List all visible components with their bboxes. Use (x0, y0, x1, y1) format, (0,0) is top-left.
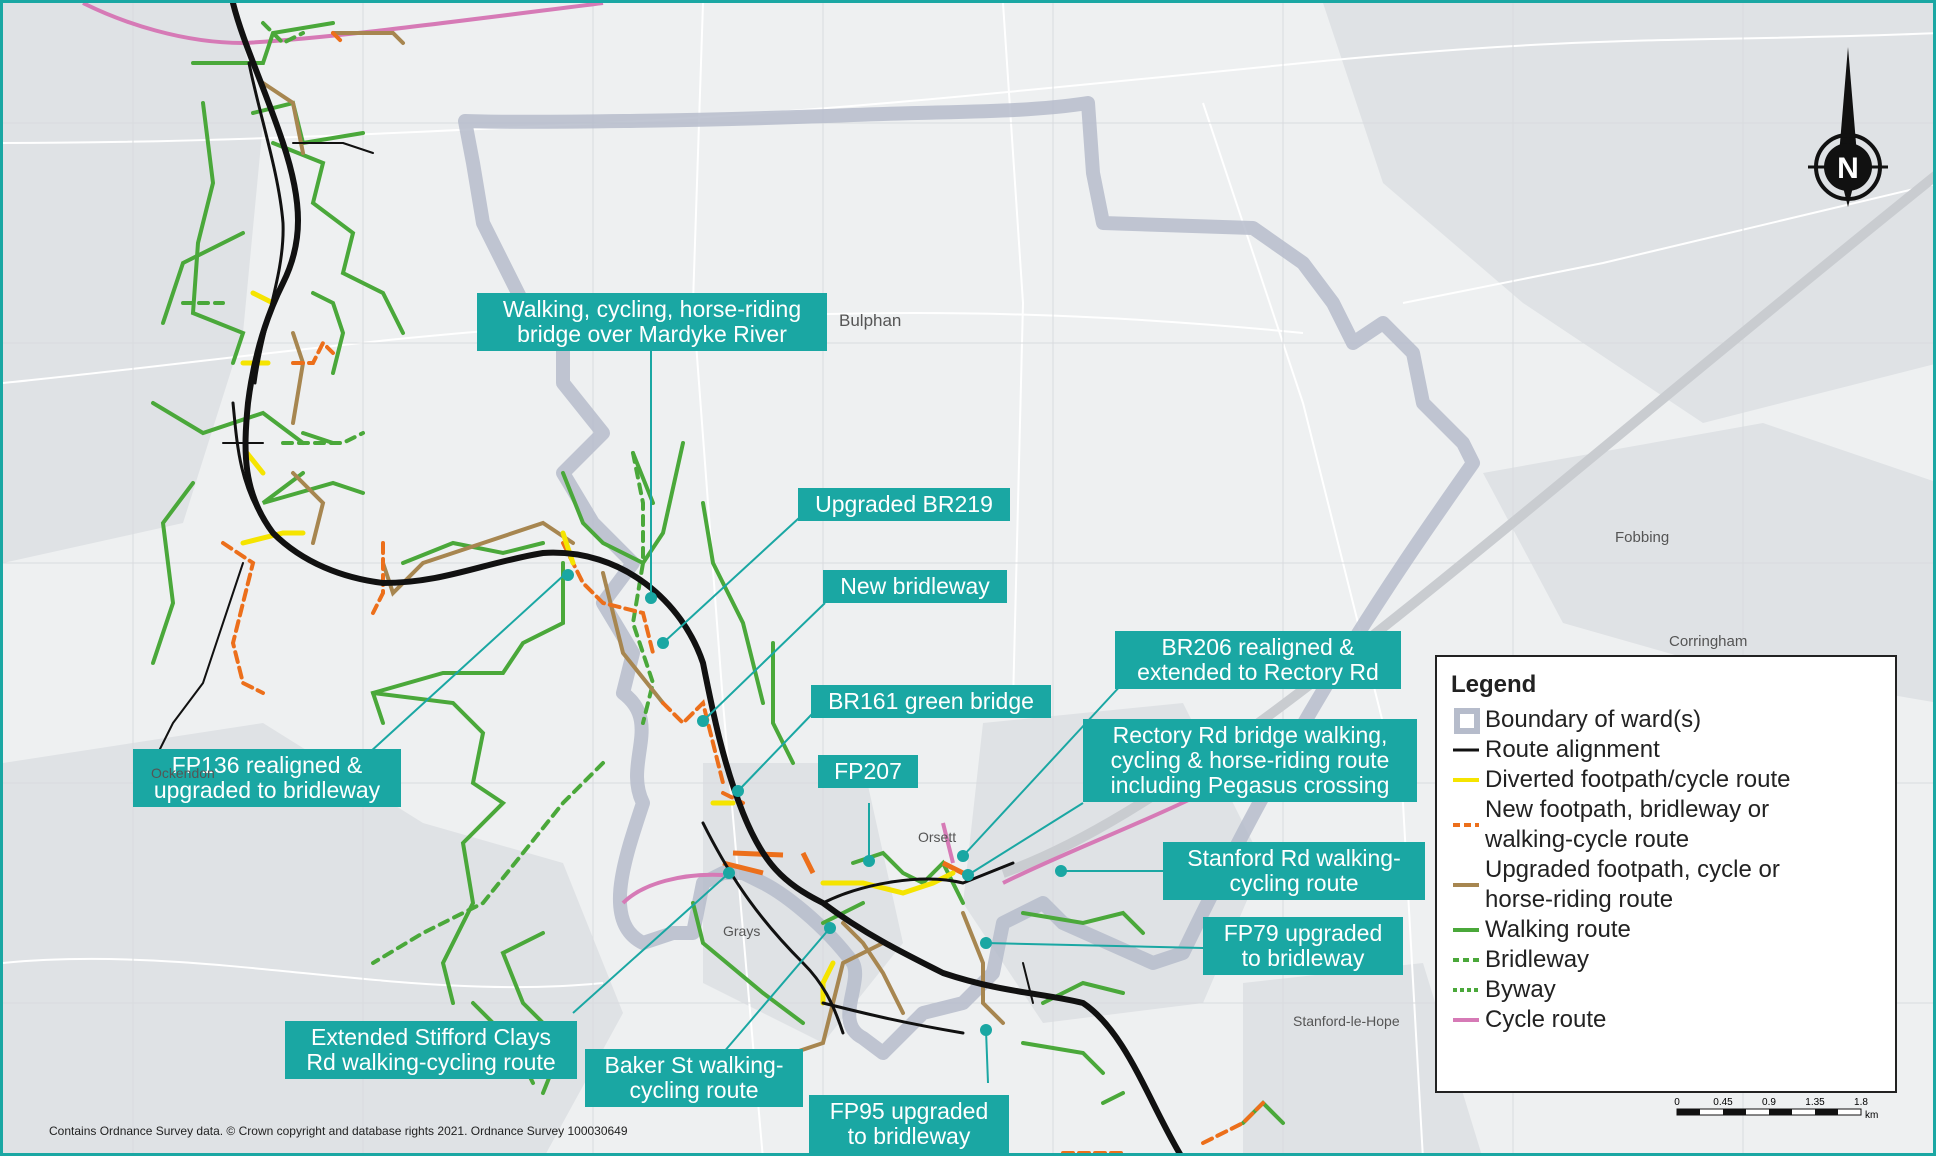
cycle-route-icon (1451, 1005, 1485, 1035)
scale-tick: 0.9 (1762, 1097, 1776, 1108)
callout-pointers (357, 349, 1204, 1084)
callout-stanford-rd: Stanford Rd walking- cycling route (1163, 842, 1425, 900)
callout-text: cycling route (1229, 870, 1359, 896)
walking-route-icon (1451, 915, 1485, 945)
callout-rectory-rd: Rectory Rd bridge walking, cycling & hor… (1083, 719, 1417, 802)
callout-stifford-clays: Extended Stifford Clays Rd walking-cycli… (285, 1021, 577, 1079)
legend-label-line: horse-riding route (1485, 886, 1674, 913)
callout-new-bridleway: New bridleway (823, 570, 1007, 603)
callout-text: BR206 realigned & (1161, 634, 1355, 660)
callout-text: cycling & horse-riding route (1110, 747, 1390, 773)
callout-text: Upgraded BR219 (815, 491, 993, 517)
legend-label: Cycle route (1485, 1006, 1607, 1033)
callout-text: to bridleway (847, 1123, 971, 1149)
legend-item: Byway (1451, 975, 1881, 1005)
place-label: Orsett (918, 829, 957, 845)
legend-label: Walking route (1485, 916, 1631, 943)
callout-text: Stanford Rd walking- (1187, 845, 1401, 871)
callout-baker-st: Baker St walking- cycling route (585, 1049, 803, 1107)
callout-text: bridge over Mardyke River (517, 321, 787, 347)
callout-text: Walking, cycling, horse-riding (502, 296, 802, 322)
legend-label-line: Upgraded footpath, cycle or (1485, 856, 1780, 883)
callout-upgraded-br219: Upgraded BR219 (798, 488, 1010, 521)
byway-icon (1451, 975, 1485, 1005)
legend-item: Walking route (1451, 915, 1881, 945)
callout-text: Rd walking-cycling route (306, 1049, 556, 1075)
walking-routes (151, 21, 1285, 1125)
callout-text: Extended Stifford Clays (311, 1024, 551, 1050)
legend-item: Route alignment (1451, 735, 1881, 765)
scale-bar: 0 0.45 0.9 1.35 1.8 km (1663, 1095, 1893, 1125)
diverted-route-icon (1451, 765, 1485, 795)
place-label: Stanford-le-Hope (1293, 1013, 1400, 1029)
new-route-crossings (722, 850, 965, 876)
callout-br206: BR206 realigned & extended to Rectory Rd (1115, 631, 1401, 689)
callout-text: Baker St walking- (604, 1052, 784, 1078)
north-label: N (1837, 152, 1859, 185)
legend-item: Cycle route (1451, 1005, 1881, 1035)
scale-tick: 0.45 (1713, 1097, 1733, 1108)
legend-item: Upgraded footpath, cycle or horse-riding … (1451, 855, 1881, 915)
a13-road (1001, 171, 1933, 878)
upgraded-route-icon (1451, 855, 1485, 887)
bridleway-icon (1451, 945, 1485, 975)
scale-tick: 1.8 (1854, 1097, 1868, 1108)
scale-tick: 1.35 (1805, 1097, 1825, 1108)
legend-label: New footpath, bridleway or walking-cycle … (1485, 795, 1769, 855)
callout-fp95: FP95 upgraded to bridleway (809, 1095, 1009, 1153)
callout-text: cycling route (629, 1077, 759, 1103)
place-label: Grays (723, 923, 761, 939)
legend-label: Boundary of ward(s) (1485, 706, 1702, 733)
ward-boundary (458, 96, 1480, 1060)
place-label: Fobbing (1615, 529, 1670, 546)
map-canvas (3, 3, 1933, 1153)
place-label: Bulphan (839, 311, 902, 330)
legend-item: Diverted footpath/cycle route (1451, 765, 1881, 795)
legend-item: Boundary of ward(s) (1451, 705, 1881, 735)
callout-text: upgraded to bridleway (153, 777, 381, 803)
ward-boundary-icon (1451, 705, 1485, 735)
callout-text: New bridleway (840, 573, 990, 599)
legend-item: Bridleway (1451, 945, 1881, 975)
cycle-routes (82, 3, 1204, 905)
legend-label: Upgraded footpath, cycle or horse-riding … (1485, 855, 1780, 915)
map-legend: Legend Boundary of ward(s) Route alignme… (1435, 655, 1897, 1093)
route-alignment (152, 3, 1183, 1153)
callout-mardyke-bridge: Walking, cycling, horse-riding bridge ov… (477, 293, 827, 351)
legend-label: Route alignment (1485, 736, 1660, 763)
place-label: Corringham (1669, 633, 1748, 650)
callout-text: Rectory Rd bridge walking, (1112, 722, 1388, 748)
callout-text: FP207 (834, 758, 902, 784)
callout-text: FP79 upgraded (1223, 920, 1383, 946)
callout-text: extended to Rectory Rd (1137, 659, 1379, 685)
north-arrow-icon: N (1803, 47, 1893, 232)
route-alignment-icon (1451, 735, 1485, 765)
scale-tick: 0 (1674, 1097, 1680, 1108)
new-route-icon (1451, 795, 1485, 827)
legend-label-line: New footpath, bridleway or (1485, 796, 1770, 823)
scale-unit: km (1865, 1110, 1878, 1121)
callout-fp207: FP207 (818, 755, 918, 788)
callout-fp136: FP136 realigned & upgraded to bridleway (133, 749, 401, 807)
legend-label: Bridleway (1485, 946, 1590, 973)
callout-text: including Pegasus crossing (1110, 772, 1390, 798)
callout-fp79: FP79 upgraded to bridleway (1203, 917, 1403, 975)
legend-item: New footpath, bridleway or walking-cycle … (1451, 795, 1881, 855)
callout-text: FP136 realigned & (171, 752, 363, 778)
legend-label: Byway (1485, 976, 1556, 1003)
new-routes (221, 31, 1265, 1153)
callout-text: to bridleway (1241, 945, 1365, 971)
callout-text: BR161 green bridge (828, 688, 1034, 714)
legend-title: Legend (1451, 671, 1537, 698)
callout-text: FP95 upgraded (829, 1098, 989, 1124)
place-label: Ockendon (151, 765, 215, 781)
callout-br161: BR161 green bridge (811, 685, 1051, 718)
legend-label-line: walking-cycle route (1485, 826, 1690, 853)
legend-label: Diverted footpath/cycle route (1485, 766, 1791, 793)
copyright-notice: Contains Ordnance Survey data. © Crown c… (49, 1124, 628, 1138)
